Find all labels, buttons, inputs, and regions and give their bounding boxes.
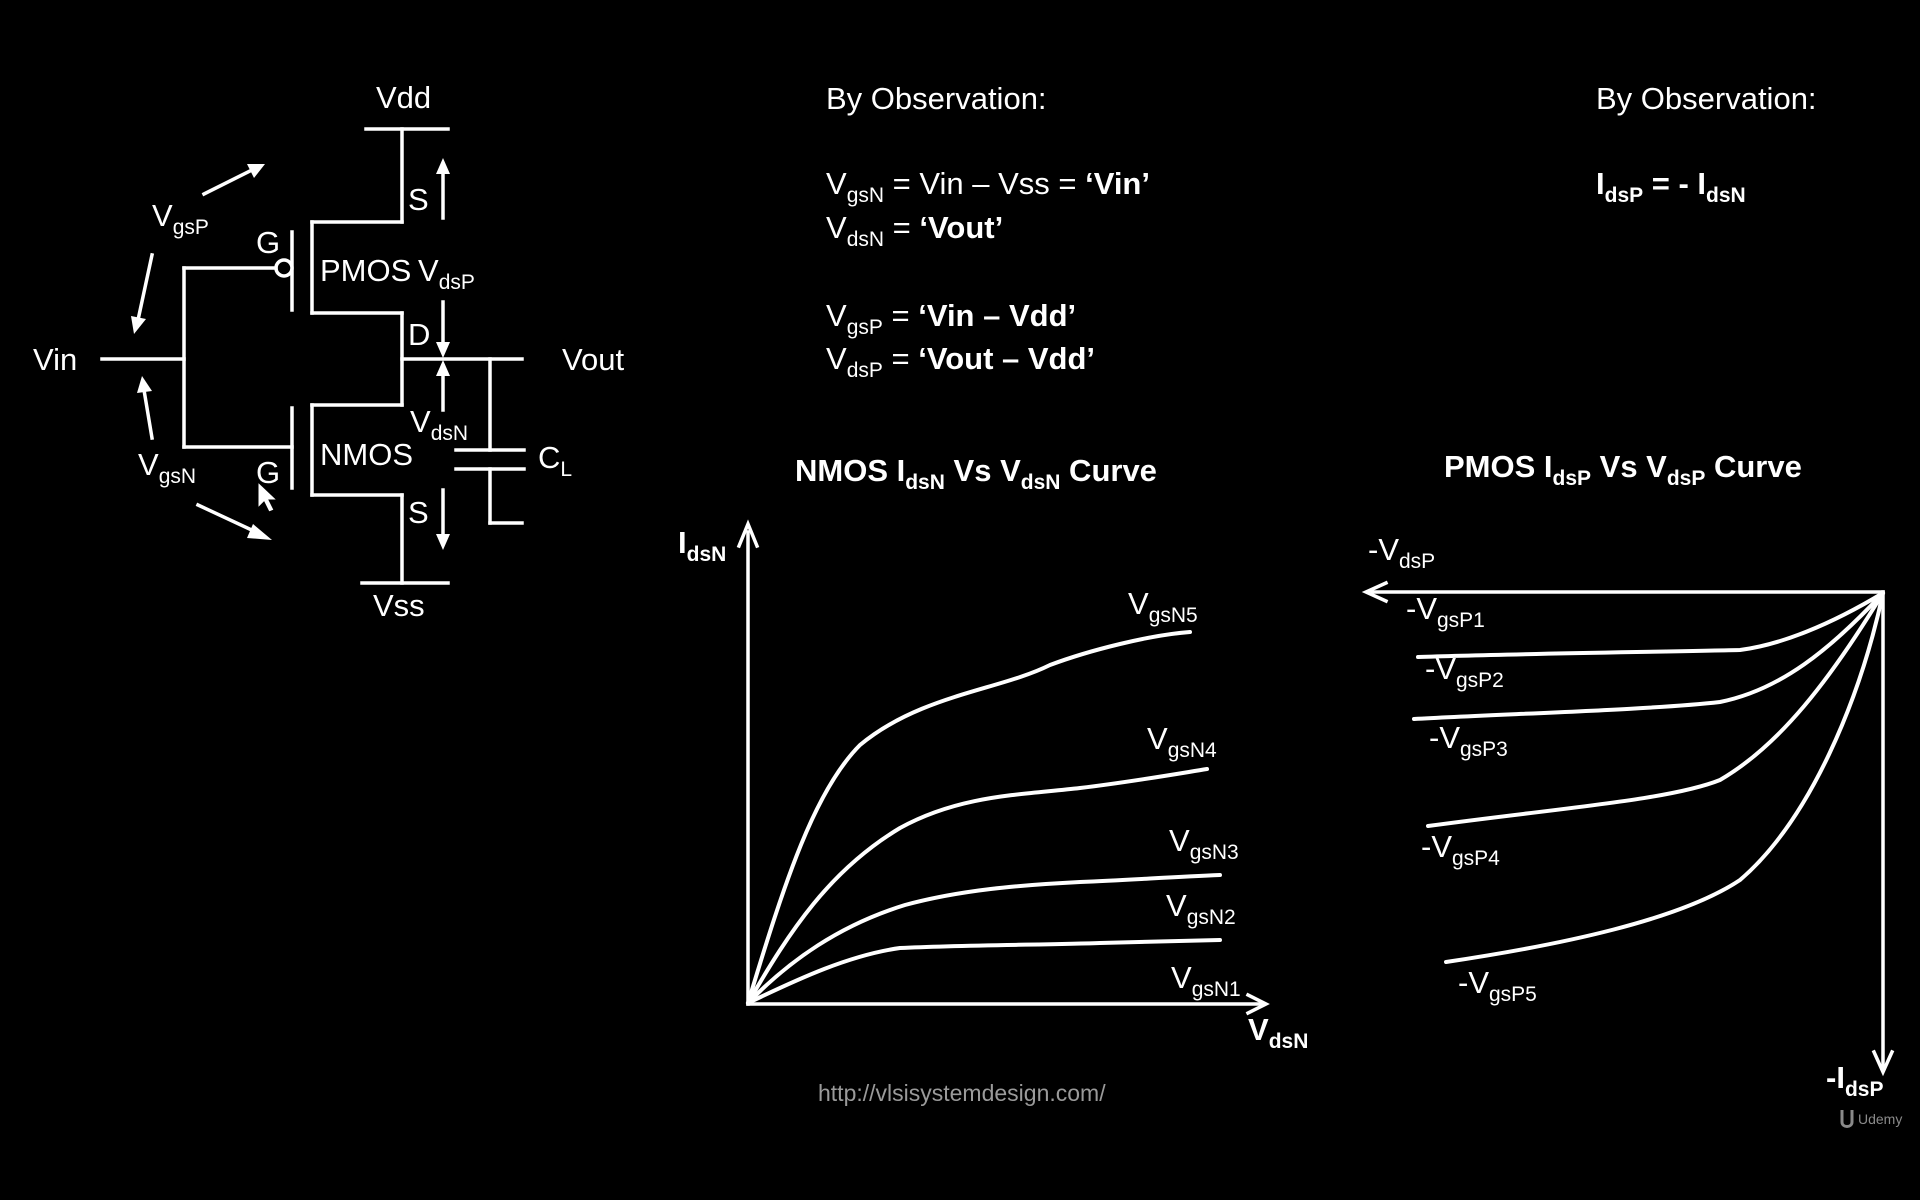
pmos-gate-label: G — [256, 225, 280, 260]
nmos-curve-label-vgsn3: VgsN3 — [1169, 823, 1239, 864]
nmos-curve-label-vgsn5: VgsN5 — [1128, 586, 1198, 627]
equation-vdsp: VdsP = ‘Vout – Vdd’ — [826, 341, 1095, 382]
vdsp-label: VdsP — [418, 253, 475, 294]
pmos-curve-label-vgsp3: -VgsP3 — [1429, 720, 1508, 761]
pmos-y-arrow — [1871, 1049, 1895, 1077]
vgsn-arrow-down — [247, 524, 272, 540]
nmos-curve-label-vgsn2: VgsN2 — [1166, 888, 1236, 929]
nmos-curve-label-vgsn1: VgsN1 — [1171, 960, 1241, 1001]
equation-vgsn: VgsN = Vin – Vss = ‘Vin’ — [826, 166, 1150, 207]
pmos-curve-vgsp2 — [1412, 591, 1885, 721]
pmos-source-label: S — [408, 182, 429, 217]
vgsn-arrow-up — [137, 376, 152, 393]
vout-label: Vout — [562, 342, 624, 377]
nmos-chart-title: NMOS IdsN Vs VdsN Curve — [795, 453, 1157, 494]
pmos-x-arrow — [1361, 580, 1389, 604]
pmos-y-axis-label: -IdsP — [1826, 1060, 1883, 1101]
observation-left: By Observation: VgsN = Vin – Vss = ‘Vin’… — [826, 81, 1150, 382]
nmos-curve-vgsn4 — [746, 767, 1209, 1005]
pmos-curve-label-vgsp5: -VgsP5 — [1458, 965, 1537, 1006]
pmos-curve-label-vgsp4: -VgsP4 — [1421, 829, 1500, 870]
nmos-chart: NMOS IdsN Vs VdsN Curve IdsN VdsN VgsN5 … — [678, 453, 1308, 1053]
vgsp-arrow-up — [247, 164, 265, 178]
drain-label: D — [408, 317, 430, 352]
nmos-curve-label-vgsn4: VgsN4 — [1147, 721, 1217, 762]
vdsn-arrow-head — [436, 360, 450, 376]
vss-label: Vss — [373, 588, 425, 623]
pmos-chart: PMOS IdsP Vs VdsP Curve -VdsP -IdsP -Vgs… — [1361, 449, 1895, 1101]
observation-left-heading: By Observation: — [826, 81, 1047, 116]
nmos-gate-label: G — [256, 455, 280, 490]
udemy-logo-icon — [1840, 1110, 1854, 1128]
mouse-cursor-icon — [257, 480, 279, 513]
vgsp-arrow-down — [131, 316, 146, 334]
pmos-curve-vgsp4 — [1444, 591, 1885, 964]
nmos-source-label: S — [408, 495, 429, 530]
equation-vdsn: VdsN = ‘Vout’ — [826, 210, 1003, 251]
nmos-curve-vgsn5 — [746, 630, 1192, 1005]
nmos-label: NMOS — [320, 437, 413, 472]
equation-vgsp: VgsP = ‘Vin – Vdd’ — [826, 298, 1076, 339]
nmos-y-arrow — [736, 519, 760, 549]
cmos-inverter-circuit: Vdd Vss Vin Vout G G S S D PMOS NMOS Vgs… — [33, 80, 624, 623]
vsp-arrow-head — [436, 158, 450, 174]
observation-right: By Observation: IdsP = - IdsN — [1596, 81, 1817, 207]
vdsn-label: VdsN — [410, 404, 468, 445]
pmos-curve-vgsp1 — [1416, 591, 1885, 659]
vgsp-label: VgsP — [152, 198, 209, 239]
udemy-logo: Udemy — [1840, 1110, 1902, 1128]
pmos-x-axis-label: -VdsP — [1368, 532, 1435, 573]
pmos-bubble — [274, 258, 294, 278]
pmos-chart-title: PMOS IdsP Vs VdsP Curve — [1444, 449, 1802, 490]
vgsn-label: VgsN — [138, 447, 196, 488]
vin-label: Vin — [33, 342, 77, 377]
nmos-y-axis-label: IdsN — [678, 525, 726, 566]
nmos-x-arrow — [1245, 992, 1270, 1016]
nmos-curve-vgsn3 — [746, 873, 1222, 1005]
pmos-curve-label-vgsp2: -VgsP2 — [1425, 651, 1504, 692]
equation-current: IdsP = - IdsN — [1596, 166, 1746, 207]
pmos-label: PMOS — [320, 253, 411, 288]
source-url: http://vlsisystemdesign.com/ — [818, 1080, 1106, 1106]
cl-label: CL — [538, 440, 572, 481]
nmos-x-axis-label: VdsN — [1248, 1012, 1308, 1053]
vsn-arrow-head — [436, 534, 450, 550]
udemy-logo-text: Udemy — [1858, 1111, 1902, 1127]
nmos-curve-vgsn2 — [746, 938, 1222, 1005]
vdsp-arrow-head — [436, 342, 450, 358]
vdd-label: Vdd — [376, 80, 431, 115]
observation-right-heading: By Observation: — [1596, 81, 1817, 116]
pmos-curve-label-vgsp1: -VgsP1 — [1406, 591, 1485, 632]
pmos-curve-vgsp3 — [1426, 591, 1885, 828]
